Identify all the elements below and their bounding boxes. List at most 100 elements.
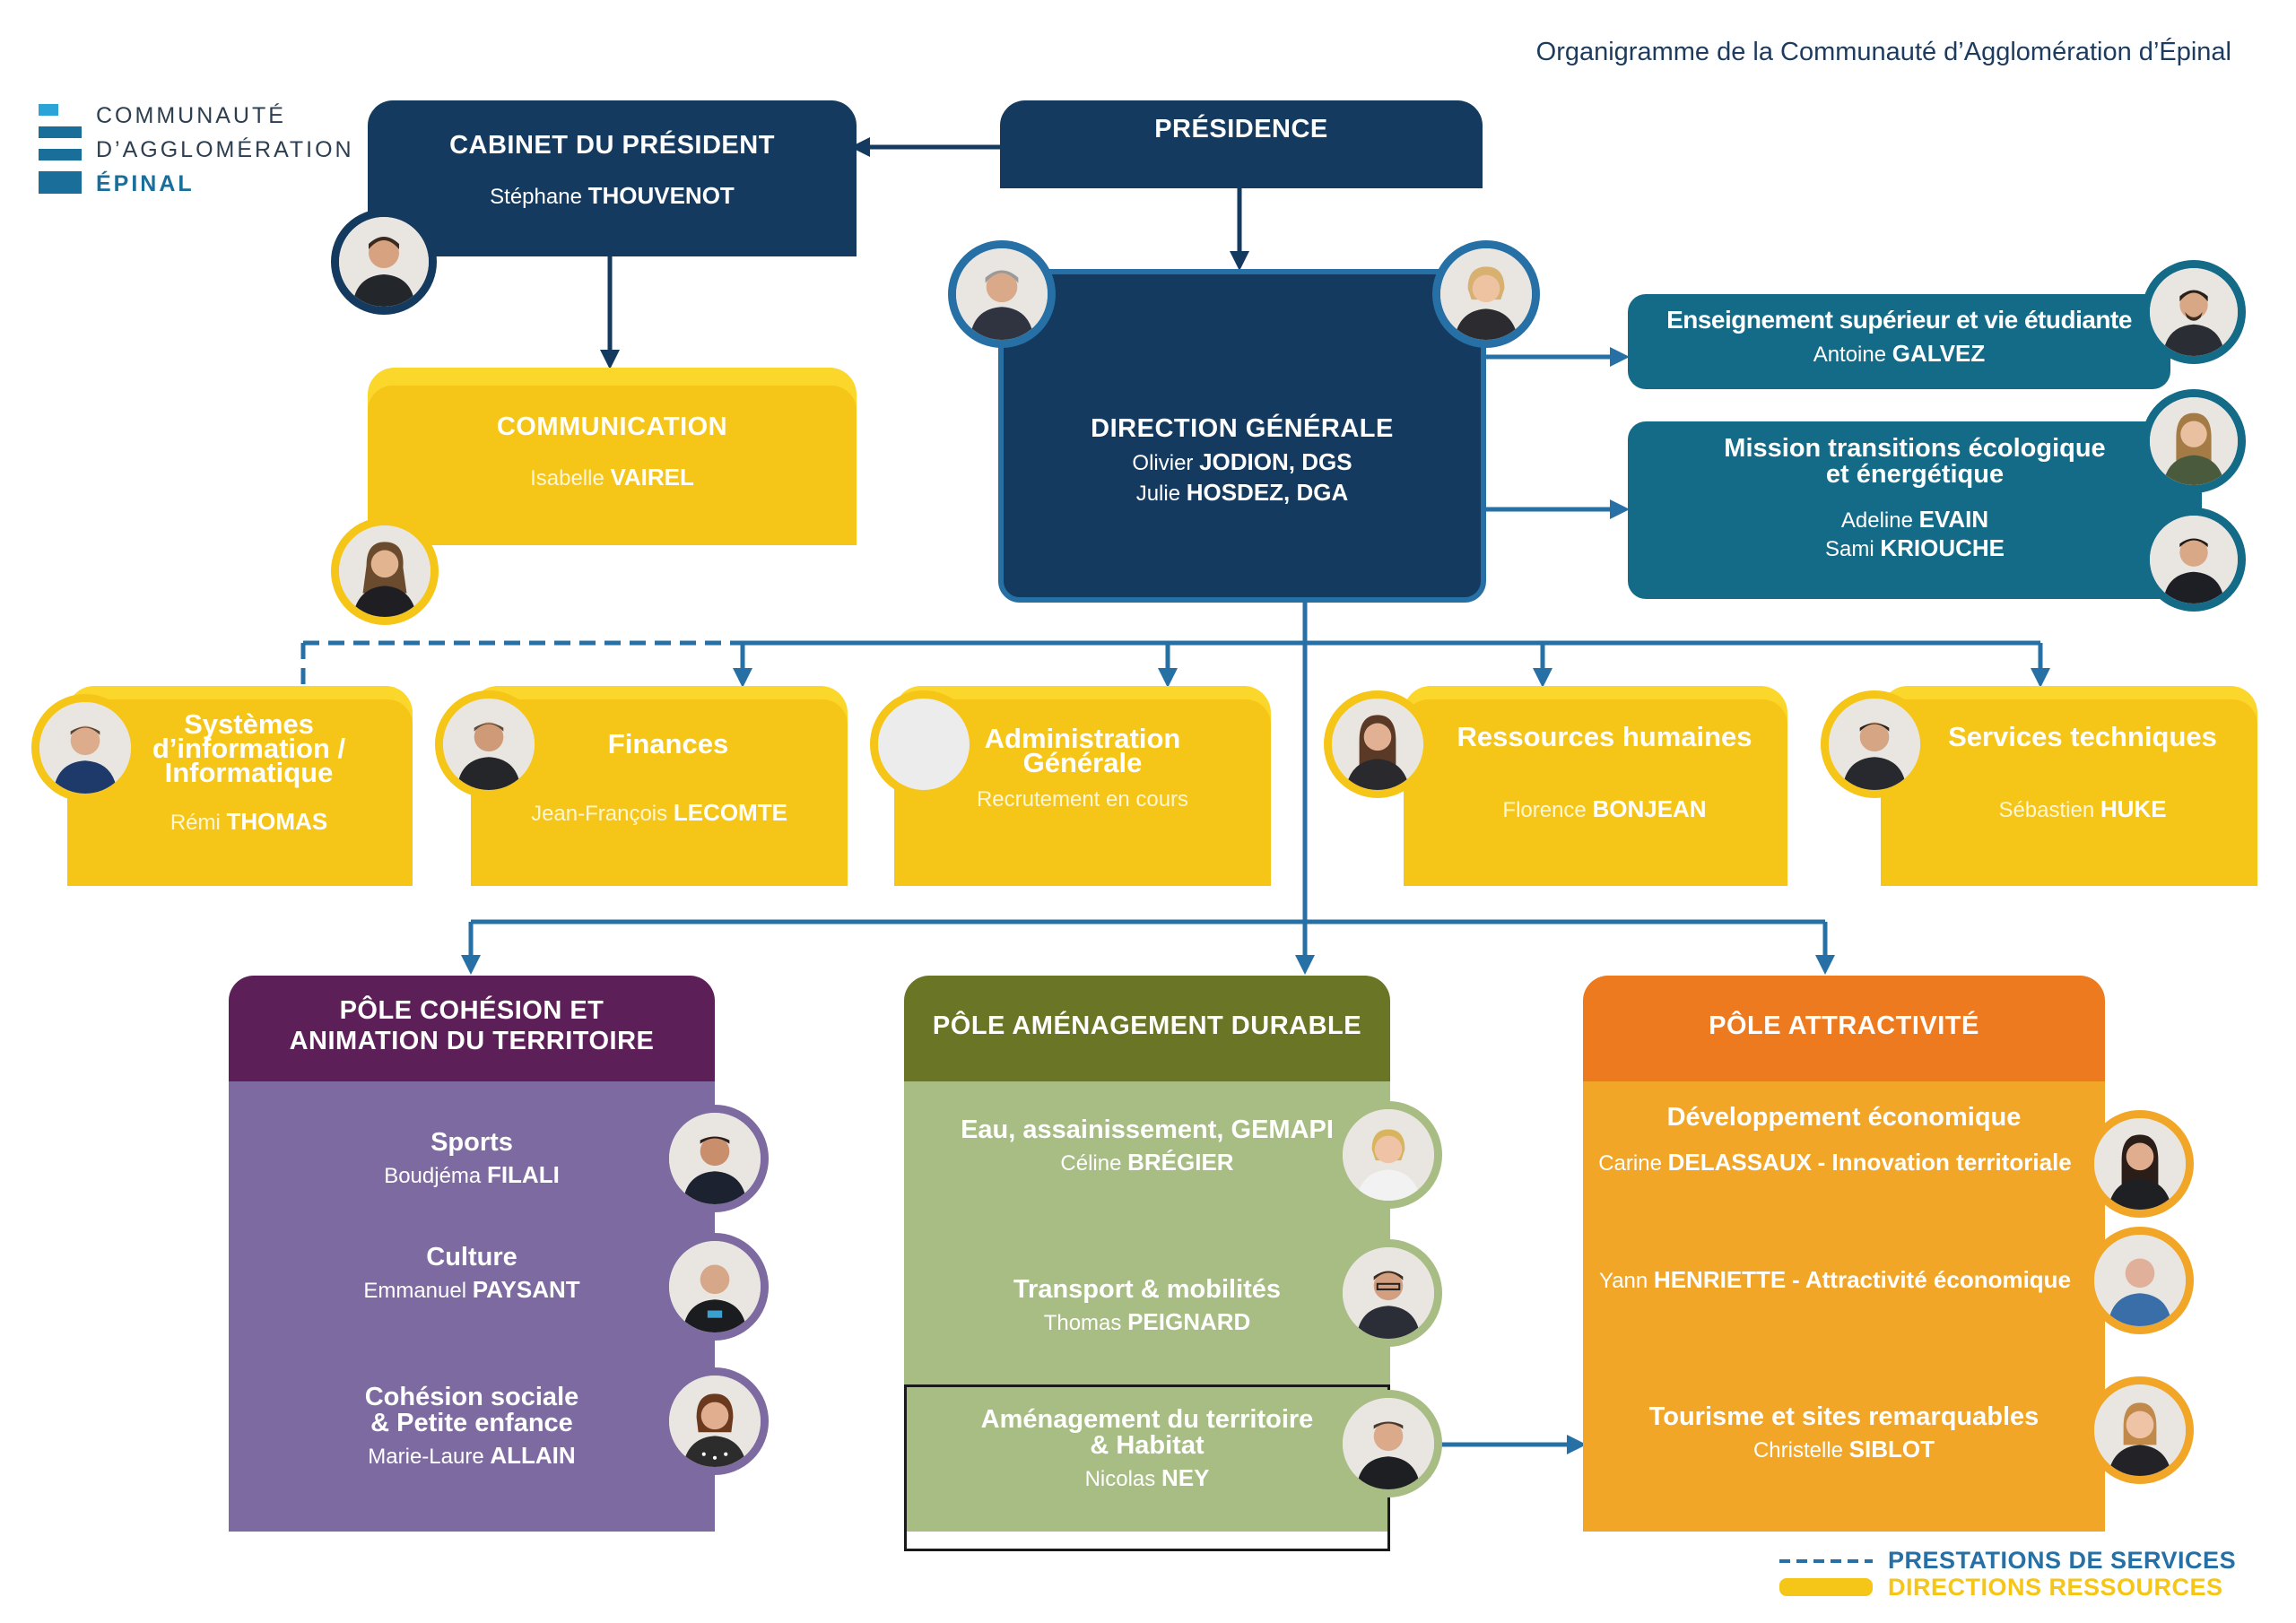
cohesion-item-2-title: Culture bbox=[426, 1243, 517, 1271]
logo-line-3: ÉPINAL bbox=[96, 171, 195, 196]
amenagement-item-2-first: Thomas bbox=[1043, 1311, 1122, 1335]
cohesion-item-3-first: Marie-Laure bbox=[368, 1445, 484, 1469]
attractivite-item-1-last: DELASSAUX bbox=[1667, 1149, 1812, 1176]
attractivite-item-2-last: HENRIETTE bbox=[1653, 1266, 1787, 1293]
dept-finances-first: Jean-François bbox=[531, 802, 668, 826]
cohesion-item-1-person: Boudjéma FILALI bbox=[229, 1161, 715, 1189]
dept-finances-title: Finances bbox=[607, 728, 729, 759]
direction-p2-last: HOSDEZ, DGA bbox=[1186, 479, 1349, 506]
attractivite-item-3-title: Tourisme et sites remarquables bbox=[1648, 1402, 2039, 1431]
direction-photo-dga bbox=[1432, 240, 1540, 348]
pole-cohesion-title-1: PÔLE COHÉSION ET bbox=[339, 996, 604, 1025]
amenagement-item-3-person: Nicolas NEY bbox=[907, 1464, 1387, 1492]
cabinet-photo bbox=[331, 209, 437, 315]
amenagement-item-eau: Eau, assainissement, GEMAPI Céline BRÉGI… bbox=[904, 1117, 1390, 1176]
communication-first-name: Isabelle bbox=[530, 466, 604, 490]
amenagement-item-3-title-2: & Habitat bbox=[1090, 1431, 1205, 1460]
cabinet-box: CABINET DU PRÉSIDENT Stéphane THOUVENOT bbox=[368, 100, 857, 256]
attractivite-photo-tourisme bbox=[2086, 1376, 2194, 1484]
cohesion-item-culture: Culture Emmanuel PAYSANT bbox=[229, 1245, 715, 1304]
cohesion-item-1-first: Boudjéma bbox=[384, 1164, 482, 1188]
dept-si-box: Systèmes d’information / Informatique Ré… bbox=[67, 699, 413, 886]
enseignement-title: Enseignement supérieur et vie étudiante bbox=[1666, 306, 2132, 334]
amenagement-item-2-title: Transport & mobilités bbox=[1013, 1275, 1282, 1304]
dept-si-first: Rémi bbox=[170, 811, 221, 835]
cohesion-photo-culture bbox=[661, 1233, 769, 1341]
pole-cohesion-body: Sports Boudjéma FILALI Culture Emmanuel … bbox=[229, 1081, 715, 1532]
amenagement-item-3-title-1: Aménagement du territoire bbox=[980, 1405, 1314, 1434]
logo-line-1: COMMUNAUTÉ bbox=[96, 103, 286, 128]
attractivite-item-3-last: SIBLOT bbox=[1848, 1436, 1935, 1462]
logo-text: COMMUNAUTÉ D’AGGLOMÉRATION ÉPINAL bbox=[96, 99, 354, 201]
dept-rh-title: Ressources humaines bbox=[1457, 721, 1752, 752]
pole-cohesion-header: PÔLE COHÉSION ET ANIMATION DU TERRITOIRE bbox=[229, 976, 715, 1081]
pole-attractivite-body: Développement économique Carine DELASSAU… bbox=[1583, 1081, 2105, 1532]
dept-finances-photo bbox=[435, 690, 543, 798]
legend-swatches bbox=[1779, 1559, 1873, 1596]
dept-rh-person: Florence BONJEAN bbox=[1404, 795, 1787, 823]
dept-admin-title-1: Administration bbox=[984, 723, 1181, 754]
mission-p1-last: EVAIN bbox=[1918, 506, 1989, 533]
dept-si-title-2: d’information / bbox=[152, 733, 346, 764]
direction-p2-first: Julie bbox=[1135, 482, 1181, 506]
logo-line-2: D’AGGLOMÉRATION bbox=[96, 137, 354, 162]
amenagement-item-1-person: Céline BRÉGIER bbox=[904, 1149, 1390, 1176]
cohesion-item-sports: Sports Boudjéma FILALI bbox=[229, 1130, 715, 1189]
dept-st-title: Services techniques bbox=[1948, 721, 2217, 752]
pole-amenagement-body: Eau, assainissement, GEMAPI Céline BRÉGI… bbox=[904, 1081, 1390, 1532]
cohesion-item-3-title-1: Cohésion sociale bbox=[364, 1383, 579, 1411]
pole-attractivite-header: PÔLE ATTRACTIVITÉ bbox=[1583, 976, 2105, 1081]
cohesion-photo-sociale bbox=[661, 1367, 769, 1475]
attractivite-photo-dev-eco bbox=[2086, 1110, 2194, 1218]
cohesion-item-2-person: Emmanuel PAYSANT bbox=[229, 1276, 715, 1304]
amenagement-item-1-last: BRÉGIER bbox=[1127, 1149, 1234, 1176]
cohesion-item-1-last: FILALI bbox=[486, 1161, 560, 1188]
dept-si-title-1: Systèmes bbox=[184, 708, 314, 740]
communication-photo bbox=[331, 517, 439, 625]
enseignement-last-name: GALVEZ bbox=[1892, 340, 1986, 367]
mission-photo-2 bbox=[2142, 508, 2246, 612]
attractivite-item-3-first: Christelle bbox=[1752, 1438, 1843, 1462]
cabinet-first-name: Stéphane bbox=[490, 185, 582, 209]
amenagement-item-2-last: PEIGNARD bbox=[1127, 1308, 1251, 1335]
enseignement-photo bbox=[2142, 260, 2246, 364]
enseignement-box: Enseignement supérieur et vie étudiante … bbox=[1628, 294, 2170, 389]
cohesion-item-2-first: Emmanuel bbox=[363, 1279, 467, 1303]
cohesion-item-3-last: ALLAIN bbox=[490, 1442, 576, 1469]
amenagement-item-3-first: Nicolas bbox=[1084, 1467, 1156, 1491]
amenagement-photo-eau bbox=[1335, 1101, 1442, 1209]
attractivite-item-1-role: - Innovation territoriale bbox=[1817, 1149, 2072, 1176]
page-title: Organigramme de la Communauté d’Agglomér… bbox=[1535, 38, 2231, 66]
dept-st-box: Services techniques Sébastien HUKE bbox=[1881, 699, 2257, 886]
mission-person-2: Sami KRIOUCHE bbox=[1628, 534, 2202, 563]
amenagement-item-transport: Transport & mobilités Thomas PEIGNARD bbox=[904, 1277, 1390, 1336]
dept-rh-first: Florence bbox=[1502, 798, 1587, 822]
pole-amenagement-title: PÔLE AMÉNAGEMENT DURABLE bbox=[932, 1011, 1362, 1040]
mission-box: Mission transitions écologique et énergé… bbox=[1628, 421, 2202, 599]
mission-title-1: Mission transitions écologique bbox=[1724, 434, 2106, 463]
presidence-title: PRÉSIDENCE bbox=[1154, 115, 1328, 143]
attractivite-item-dev-eco: Développement économique Carine DELASSAU… bbox=[1583, 1105, 2105, 1176]
attractivite-item-1-person: Carine DELASSAUX - Innovation territoria… bbox=[1583, 1149, 2105, 1176]
communication-person: Isabelle VAIREL bbox=[368, 464, 857, 491]
attractivite-item-3-person: Christelle SIBLOT bbox=[1583, 1436, 2105, 1463]
attractivite-item-2-person: Yann HENRIETTE - Attractivité économique bbox=[1583, 1266, 2105, 1294]
dept-rh-box: Ressources humaines Florence BONJEAN bbox=[1404, 699, 1787, 886]
dept-admin-title-2: Générale bbox=[1022, 747, 1143, 778]
amenagement-item-1-first: Céline bbox=[1060, 1151, 1122, 1176]
cohesion-item-sociale: Cohésion sociale & Petite enfance Marie-… bbox=[229, 1384, 715, 1470]
amenagement-item-territoire: Aménagement du territoire & Habitat Nico… bbox=[904, 1384, 1390, 1551]
pole-amenagement-header: PÔLE AMÉNAGEMENT DURABLE bbox=[904, 976, 1390, 1081]
direction-p1-first: Olivier bbox=[1132, 451, 1194, 475]
enseignement-person: Antoine GALVEZ bbox=[1628, 340, 2170, 368]
attractivite-item-2-role: - Attractivité économique bbox=[1791, 1266, 2072, 1293]
legend-dashed-label: PRESTATIONS DE SERVICES bbox=[1888, 1547, 2237, 1574]
dept-rh-photo bbox=[1324, 690, 1431, 798]
cabinet-last-name: THOUVENOT bbox=[587, 182, 735, 209]
mission-p2-first: Sami bbox=[1824, 537, 1874, 561]
cohesion-item-3-person: Marie-Laure ALLAIN bbox=[229, 1442, 715, 1470]
legend-solid-swatch bbox=[1779, 1578, 1873, 1596]
presidence-box: PRÉSIDENCE bbox=[1000, 100, 1483, 188]
dept-si-photo bbox=[31, 694, 139, 802]
dept-si-last: THOMAS bbox=[226, 808, 328, 835]
